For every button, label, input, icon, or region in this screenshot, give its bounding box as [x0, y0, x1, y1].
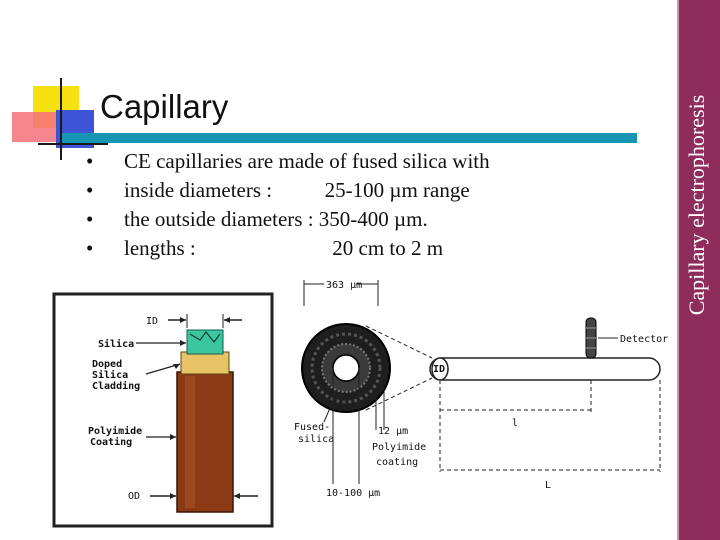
label-poly-1: Polyimide — [88, 425, 142, 437]
label-doped-1: Doped — [92, 359, 122, 370]
label-poly-2: coating — [376, 457, 418, 468]
label-poly-thick: 12 µm — [378, 426, 408, 437]
bullet-item: lengths : 20 cm to 2 m — [86, 234, 490, 263]
od-arrowhead-left — [170, 493, 176, 499]
label-fused-2: silica — [298, 434, 334, 445]
diagram-frame — [52, 292, 274, 528]
sidebar-band — [677, 0, 720, 540]
label-l-large: L — [545, 480, 551, 491]
silica-pointer-head — [180, 340, 186, 346]
fused-pointer — [323, 393, 337, 423]
capillary-detector-diagram: 363 µm ID Detector l L Fused- silica 12 … — [294, 280, 668, 499]
coating-highlight — [185, 376, 195, 508]
label-id-mark: ID — [433, 364, 445, 375]
sidebar-label: Capillary electrophoresis — [684, 94, 709, 316]
projection-top — [365, 325, 433, 359]
label-id: ID — [146, 316, 158, 327]
decor-red-square — [12, 112, 62, 142]
sidebar-label-wrap: Capillary electrophoresis — [676, 0, 718, 410]
label-doped-2: Silica — [92, 369, 128, 381]
capillary-bore — [332, 354, 360, 382]
label-outer-dim: 363 µm — [326, 280, 362, 291]
coating-pointer-head — [170, 434, 176, 440]
projection-bottom — [365, 377, 433, 411]
bullet-item: CE capillaries are made of fused silica … — [86, 147, 490, 176]
bullet-item: inside diameters : 25-100 µm range — [86, 176, 490, 205]
label-od: OD — [128, 491, 140, 502]
decor-horizontal-line — [38, 143, 108, 145]
label-l-small: l — [512, 418, 518, 429]
label-silica: Silica — [98, 338, 134, 350]
id-arrowhead-left — [180, 317, 186, 323]
id-arrowhead-right — [224, 317, 230, 323]
label-doped-3: Cladding — [92, 380, 140, 392]
label-inner-dim: 10-100 µm — [326, 488, 380, 499]
decor-vertical-line — [60, 78, 62, 160]
title-underline — [62, 133, 637, 143]
cladding-layer — [180, 351, 230, 375]
cladding-pointer-head — [173, 364, 180, 369]
bullet-item: the outside diameters : 350-400 µm. — [86, 205, 490, 234]
label-poly-1: Polyimide — [372, 442, 426, 453]
capillary-tube — [429, 357, 661, 381]
bullet-list: CE capillaries are made of fused silica … — [86, 147, 490, 263]
od-arrowhead-right — [234, 493, 240, 499]
silica-fracture — [189, 331, 221, 343]
slide-title: Capillary — [100, 88, 229, 125]
ring-texture — [310, 332, 382, 404]
label-detector: Detector — [620, 334, 668, 345]
label-poly-2: Coating — [90, 436, 132, 448]
label-fused-1: Fused- — [294, 422, 330, 433]
capillary-layers-diagram: ID Silica Doped Silica Cladding Polyimid… — [52, 292, 274, 528]
